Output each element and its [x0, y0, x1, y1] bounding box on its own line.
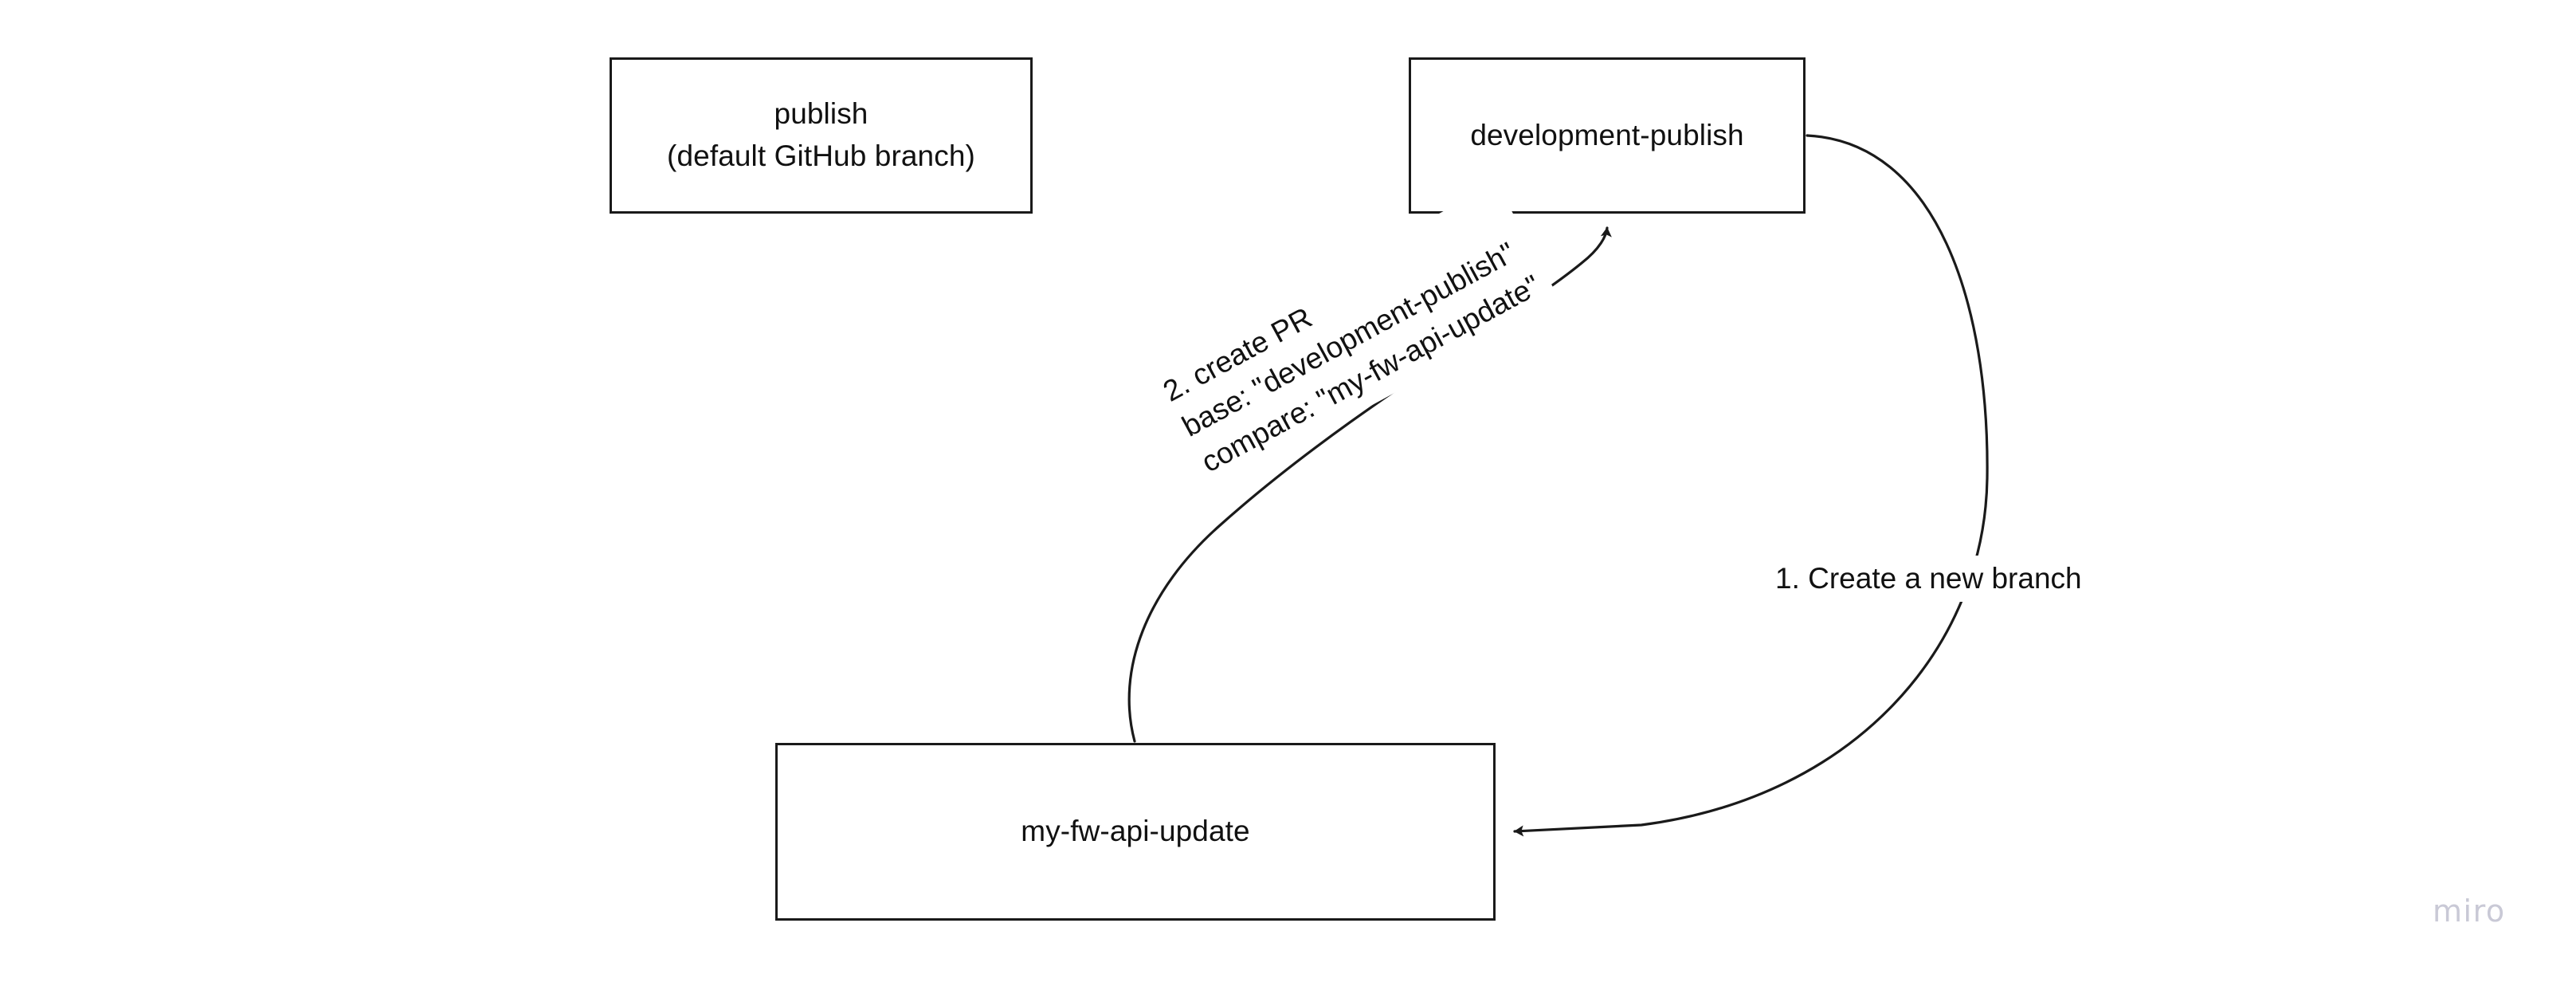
- edge-create-pr: [1127, 226, 1612, 743]
- edge-create-branch: [1513, 134, 1989, 837]
- miro-watermark: miro: [2433, 894, 2506, 929]
- node-development-publish-label: development-publish: [1470, 118, 1744, 151]
- edge-label-create-branch: 1. Create a new branch: [1767, 556, 2090, 603]
- node-my-fw-api-update-label: my-fw-api-update: [1021, 815, 1250, 848]
- node-development-publish[interactable]: development-publish: [1409, 57, 1806, 214]
- node-my-fw-api-update[interactable]: my-fw-api-update: [775, 743, 1496, 921]
- node-publish-label: publish (default GitHub branch): [667, 97, 975, 172]
- node-publish[interactable]: publish (default GitHub branch): [610, 57, 1033, 214]
